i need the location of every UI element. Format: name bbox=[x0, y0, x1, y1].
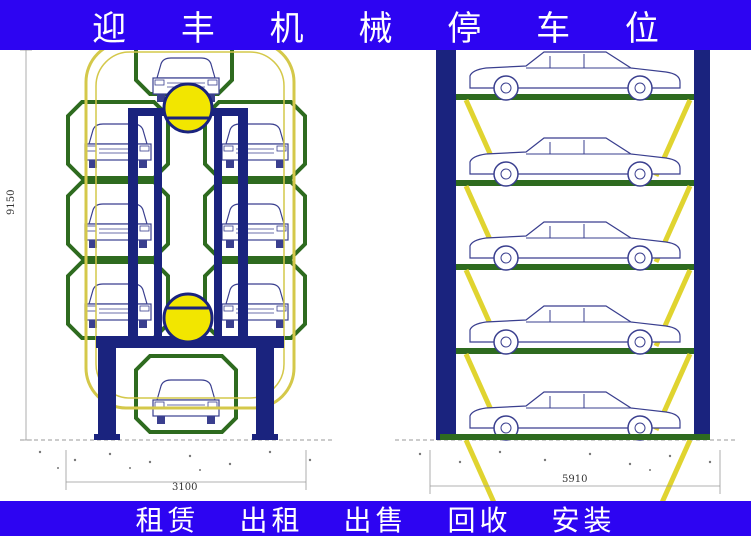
header-banner: 迎 丰 机 械 停 车 位 bbox=[0, 0, 751, 50]
rotary-parking-tower bbox=[20, 50, 307, 490]
right-width-dimension-label: 5910 bbox=[562, 474, 588, 485]
height-dimension-label: 9150 bbox=[6, 189, 17, 215]
left-width-dimension-label: 3100 bbox=[172, 482, 198, 493]
page-title: 迎 丰 机 械 停 车 位 bbox=[92, 8, 681, 49]
footer-item-lease: 出租 bbox=[239, 503, 304, 537]
footer-item-recycle: 回收 bbox=[447, 503, 512, 537]
footer-banner: 租赁 出租 出售 回收 安装 bbox=[0, 501, 751, 537]
footer-item-rent: 租赁 bbox=[135, 503, 200, 537]
footer-item-sell: 出售 bbox=[343, 503, 408, 537]
ground-left bbox=[20, 439, 335, 471]
footer-item-install: 安装 bbox=[551, 503, 616, 537]
parking-system-drawing bbox=[20, 50, 735, 501]
multilevel-lift-tower bbox=[429, 50, 721, 501]
